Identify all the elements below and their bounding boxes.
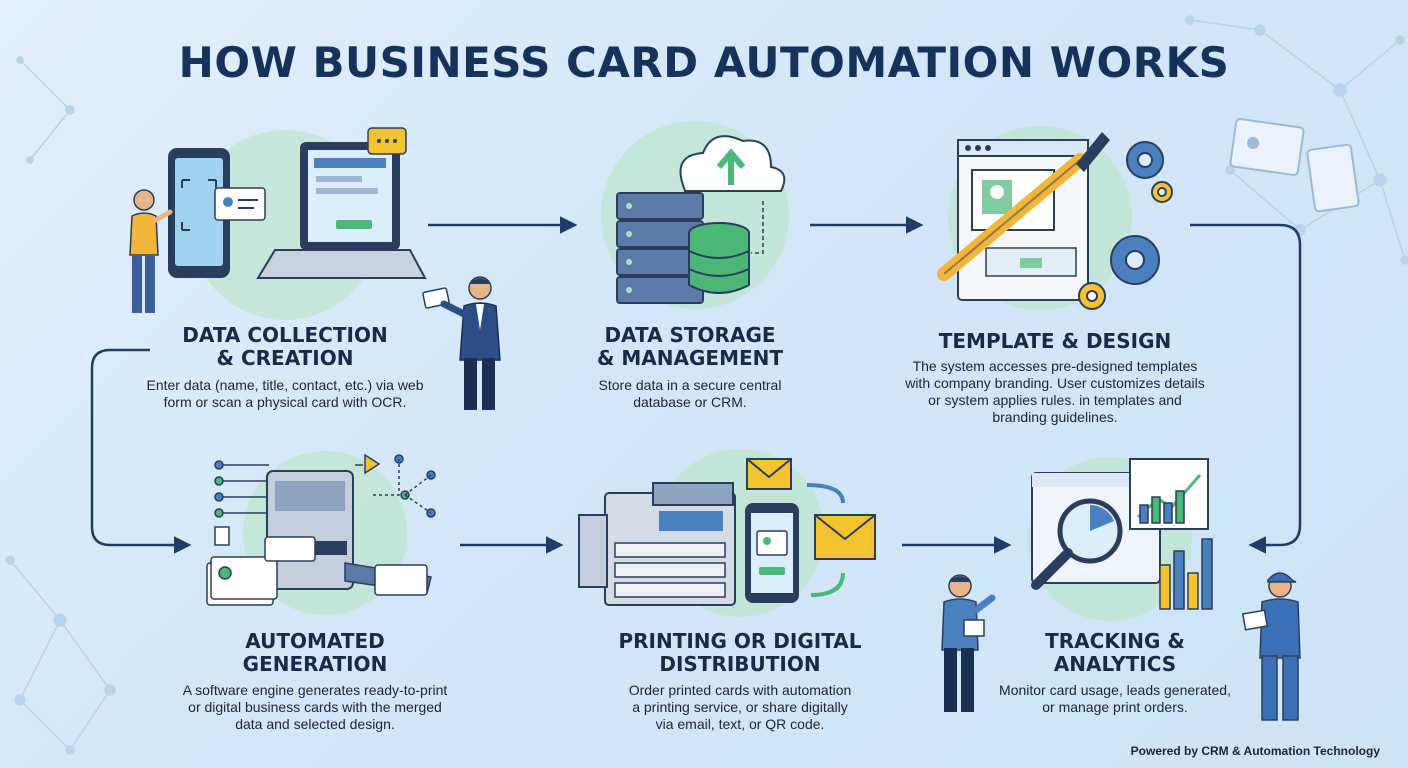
tracking-analytics-illustration: [1028, 457, 1213, 621]
step-3-desc-line-4: branding guidelines.: [992, 409, 1118, 425]
step-4-title: AUTOMATED GENERATION: [195, 630, 435, 676]
email-envelope-icon: [746, 458, 876, 560]
floating-cards-icon: [1229, 118, 1360, 213]
step-2-title-line-2: & MANAGEMENT: [596, 346, 784, 370]
data-collection-illustration: [129, 127, 427, 320]
printing-distribution-illustration: [578, 449, 876, 617]
step-1-title-line-2: & CREATION: [216, 346, 354, 370]
magnifying-glass-icon: [1031, 498, 1123, 590]
step-2-title: DATA STORAGE & MANAGEMENT: [565, 324, 815, 370]
step-1-title-line-1: DATA COLLECTION: [182, 323, 388, 347]
card-printer-machine-icon: [266, 470, 354, 590]
step-5-desc-line-1: Order printed cards with automation: [628, 682, 852, 698]
template-design-illustration: [937, 126, 1173, 310]
step-3-title-line-1: TEMPLATE & DESIGN: [938, 329, 1172, 353]
server-rack-icon: [616, 192, 704, 304]
step-1-title: DATA COLLECTION & CREATION: [150, 324, 420, 370]
arrow-3-to-6: [1190, 223, 1302, 554]
gear-icon: [1110, 141, 1164, 285]
step-6-title: TRACKING & ANALYTICS: [1000, 630, 1230, 676]
step-3-desc-line-2: with company branding. User customizes d…: [905, 375, 1205, 391]
step-6-title-line-2: ANALYTICS: [1053, 652, 1177, 676]
worker-person-icon: [1241, 572, 1301, 721]
person-scanning-icon: [129, 189, 173, 313]
step-5-description: Order printed cards with automation a pr…: [590, 682, 890, 733]
step-5-title-line-1: PRINTING OR DIGITAL: [618, 629, 862, 653]
step-2-description: Store data in a secure central database …: [565, 377, 815, 411]
step-5-desc-line-3: via email, text, or QR code.: [655, 716, 825, 732]
data-storage-illustration: [601, 121, 789, 309]
office-printer-icon: [578, 482, 736, 606]
step-4-desc-line-3: data and selected design.: [235, 716, 395, 732]
step-1-description: Enter data (name, title, contact, etc.) …: [130, 377, 440, 411]
step-4-title-line-1: AUTOMATED: [245, 629, 385, 653]
businessman-icon: [422, 276, 501, 410]
automated-generation-illustration: [206, 451, 436, 615]
footer-credit: Powered by CRM & Automation Technology: [1130, 744, 1380, 758]
step-1-desc-line-2: form or scan a physical card with OCR.: [163, 394, 407, 410]
step-6-desc-line-2: or manage print orders.: [1042, 699, 1188, 715]
step-1-desc-line-1: Enter data (name, title, contact, etc.) …: [146, 377, 424, 393]
step-5-title-line-2: DISTRIBUTION: [659, 652, 821, 676]
business-card-stack-icon: [206, 536, 428, 606]
step-2-title-line-1: DATA STORAGE: [604, 323, 776, 347]
step-6-desc-line-1: Monitor card usage, leads generated,: [999, 682, 1231, 698]
arrow-1-to-4: [90, 348, 192, 554]
step-3-desc-line-3: or system applies rules. in templates an…: [928, 392, 1182, 408]
step-3-description: The system accesses pre-designed templat…: [895, 358, 1215, 426]
step-4-desc-line-2: or digital business cards with the merge…: [188, 699, 442, 715]
smartphone-icon: [745, 503, 799, 603]
page-title: HOW BUSINESS CARD AUTOMATION WORKS: [178, 38, 1230, 87]
step-2-desc-line-2: database or CRM.: [633, 394, 747, 410]
step-4-description: A software engine generates ready-to-pri…: [170, 682, 460, 733]
step-5-desc-line-2: a printing service, or share digitally: [632, 699, 848, 715]
presenter-person-icon: [941, 574, 996, 712]
step-6-title-line-1: TRACKING &: [1045, 629, 1185, 653]
step-4-title-line-2: GENERATION: [242, 652, 388, 676]
step-4-desc-line-1: A software engine generates ready-to-pri…: [182, 682, 448, 698]
step-3-title: TEMPLATE & DESIGN: [920, 330, 1190, 353]
step-3-desc-line-1: The system accesses pre-designed templat…: [912, 358, 1198, 374]
database-icon: [688, 222, 750, 294]
step-6-description: Monitor card usage, leads generated, or …: [985, 682, 1245, 716]
step-2-desc-line-1: Store data in a secure central: [598, 377, 782, 393]
step-5-title: PRINTING OR DIGITAL DISTRIBUTION: [595, 630, 885, 676]
